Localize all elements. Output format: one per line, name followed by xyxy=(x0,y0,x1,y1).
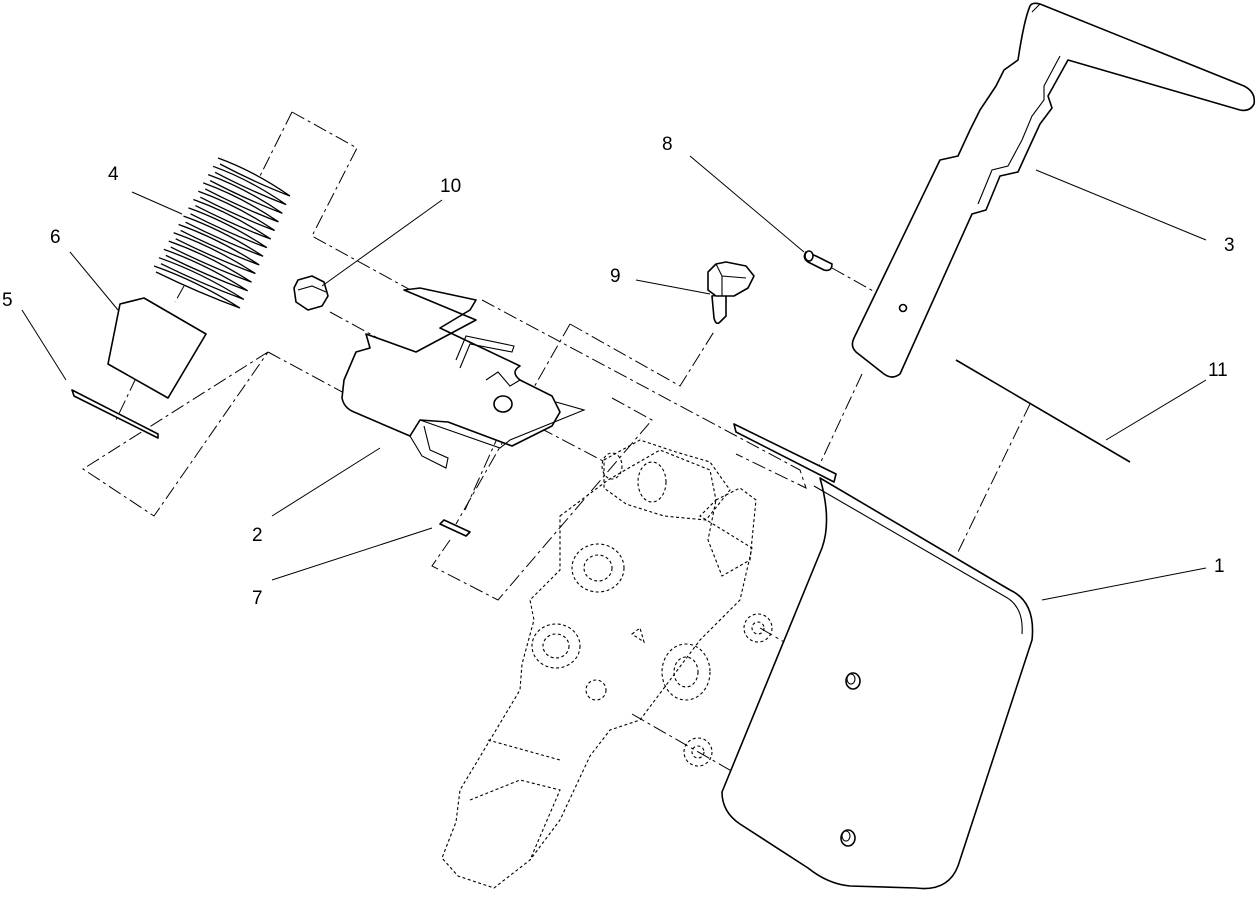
leader-lines xyxy=(21,155,1207,601)
callout-9: 9 xyxy=(610,266,621,287)
lever-bracket xyxy=(341,287,586,469)
spring-coil xyxy=(193,198,272,240)
callout-4: 4 xyxy=(108,164,119,185)
compression-spring xyxy=(153,157,291,309)
spring-coil xyxy=(183,215,264,257)
callout-labels: 1 2 3 4 5 6 7 8 9 10 11 xyxy=(2,134,1235,609)
callout-11: 11 xyxy=(1208,360,1228,381)
thin-washer xyxy=(71,389,159,439)
callout-5: 5 xyxy=(2,290,13,311)
spring-coil xyxy=(153,265,241,309)
long-shim xyxy=(733,423,837,483)
spring-block xyxy=(107,297,207,399)
callout-10: 10 xyxy=(440,176,461,197)
callout-1: 1 xyxy=(1214,556,1225,577)
spring-coil xyxy=(168,240,252,283)
callout-6: 6 xyxy=(50,227,61,248)
plate-mounting-holes xyxy=(840,672,861,847)
spring-coil xyxy=(207,174,283,214)
roll-pin xyxy=(803,250,833,272)
callout-2: 2 xyxy=(252,525,263,546)
spring-coil xyxy=(203,182,279,223)
spring-coil xyxy=(158,257,245,300)
mounting-plate xyxy=(721,477,1034,890)
spring-coil xyxy=(178,223,260,266)
spring-coil xyxy=(198,190,275,232)
spring-coil xyxy=(212,165,287,206)
spring-coil xyxy=(217,157,291,197)
spring-coil xyxy=(188,207,268,249)
hex-bolt xyxy=(293,275,329,311)
spring-coil xyxy=(173,232,256,275)
small-pin xyxy=(439,519,471,537)
spring-coil xyxy=(163,248,249,292)
control-valve-phantom xyxy=(441,439,773,889)
flange-bolt xyxy=(707,261,755,325)
callout-8: 8 xyxy=(662,134,673,155)
callout-7: 7 xyxy=(252,588,263,609)
control-handle xyxy=(851,2,1256,378)
shim-strip xyxy=(955,359,1131,463)
callout-3: 3 xyxy=(1224,235,1235,256)
